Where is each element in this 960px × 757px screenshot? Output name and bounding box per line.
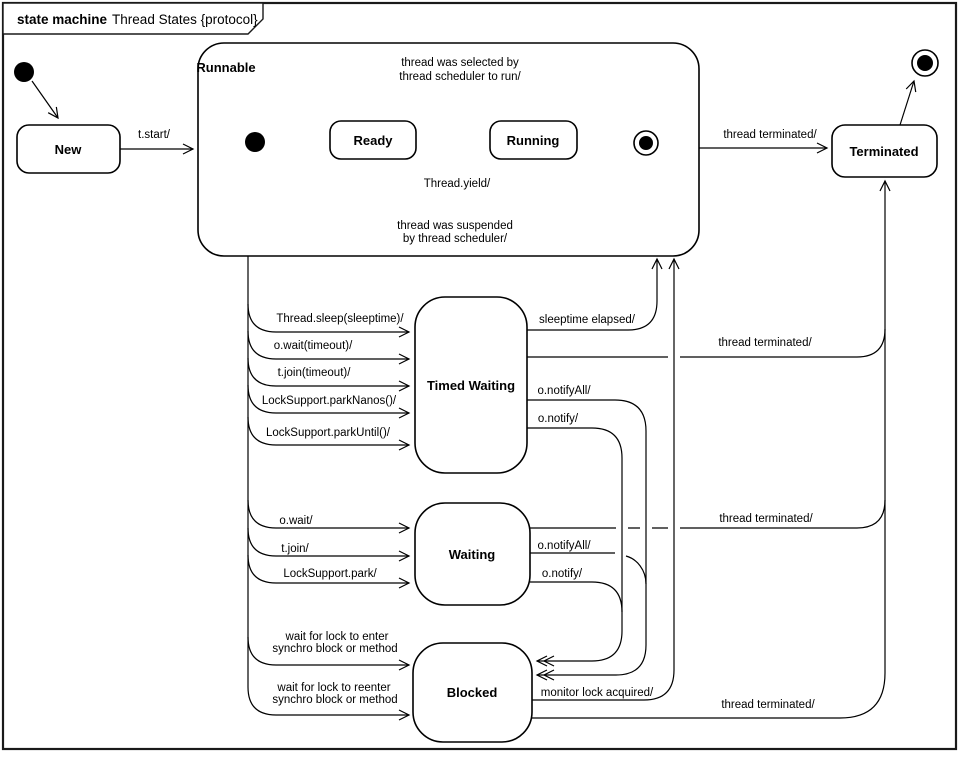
transition-o-notify-all-w bbox=[530, 552, 647, 585]
label-o-wait-timeout: o.wait(timeout)/ bbox=[274, 340, 353, 352]
final-state-runnable-dot bbox=[639, 136, 653, 150]
label-terminated-tw: thread terminated/ bbox=[718, 337, 812, 349]
label-o-notify-all-tw: o.notifyAll/ bbox=[537, 385, 591, 397]
diagram-title-tab bbox=[2, 2, 264, 35]
label-sleeptime-elapsed: sleeptime elapsed/ bbox=[539, 314, 636, 326]
transition-thread-sleep bbox=[247, 303, 411, 338]
state-waiting-label: Waiting bbox=[449, 547, 496, 562]
label-t-join-timeout: t.join(timeout)/ bbox=[278, 367, 352, 379]
state-new bbox=[16, 124, 121, 174]
initial-pseudostate bbox=[14, 62, 34, 82]
transitions-layer bbox=[31, 79, 917, 721]
state-runnable-label: Runnable bbox=[196, 60, 255, 75]
state-blocked-label: Blocked bbox=[447, 685, 498, 700]
state-timed-waiting bbox=[414, 296, 528, 474]
label-suspended-1: thread was suspended bbox=[397, 220, 513, 232]
transition-thread-terminated-tw bbox=[527, 328, 886, 358]
label-o-notify-w: o.notify/ bbox=[542, 568, 583, 580]
state-running bbox=[489, 120, 578, 160]
transition-sleeptime-elapsed bbox=[527, 257, 663, 331]
label-terminated-b: thread terminated/ bbox=[721, 699, 815, 711]
label-selected-1: thread was selected by bbox=[401, 57, 519, 69]
transition-park-nanos bbox=[247, 384, 411, 419]
transition-t-join-timeout bbox=[247, 357, 411, 392]
transition-t-join bbox=[247, 527, 411, 562]
label-wait-reenter-1: wait for lock to reenter bbox=[276, 682, 390, 694]
transition-o-notify-w bbox=[530, 581, 623, 613]
initial-pseudostate-runnable bbox=[245, 132, 265, 152]
label-terminated-w: thread terminated/ bbox=[719, 513, 813, 525]
label-o-notify-tw: o.notify/ bbox=[538, 413, 579, 425]
label-wait-reenter-2: synchro block or method bbox=[272, 694, 397, 706]
transition-park-until bbox=[247, 416, 411, 451]
state-new-label: New bbox=[55, 142, 83, 157]
label-t-join: t.join/ bbox=[281, 543, 309, 555]
transition-o-notify-tw bbox=[527, 427, 623, 667]
states-layer: New Runnable Ready Running Timed Waiting… bbox=[14, 42, 939, 743]
transition-thread-terminated-w bbox=[530, 499, 886, 529]
label-t-start: t.start/ bbox=[138, 129, 171, 141]
final-state-dot bbox=[917, 55, 933, 71]
transition-terminated-to-final bbox=[899, 79, 917, 126]
state-runnable bbox=[197, 42, 700, 257]
state-running-label: Running bbox=[507, 133, 560, 148]
label-park-until: LockSupport.parkUntil()/ bbox=[266, 427, 391, 439]
label-o-notify-all-w: o.notifyAll/ bbox=[537, 540, 591, 552]
label-o-wait: o.wait/ bbox=[279, 515, 313, 527]
transition-o-notify-all-tw bbox=[527, 399, 647, 681]
state-ready-label: Ready bbox=[353, 133, 393, 148]
label-wait-enter-1: wait for lock to enter bbox=[285, 631, 389, 643]
transition-o-wait bbox=[247, 499, 411, 534]
transition-lock-support-park bbox=[247, 554, 411, 589]
label-lock-support-park: LockSupport.park/ bbox=[283, 568, 377, 580]
label-wait-enter-2: synchro block or method bbox=[272, 643, 397, 655]
label-thread-yield: Thread.yield/ bbox=[424, 178, 491, 190]
label-thread-sleep: Thread.sleep(sleeptime)/ bbox=[276, 313, 404, 325]
label-suspended-2: by thread scheduler/ bbox=[403, 233, 508, 245]
label-park-nanos: LockSupport.parkNanos()/ bbox=[262, 395, 397, 407]
label-selected-2: thread scheduler to run/ bbox=[399, 71, 521, 83]
state-terminated bbox=[831, 124, 938, 178]
state-waiting bbox=[414, 502, 531, 606]
state-ready bbox=[329, 120, 417, 160]
state-timed-waiting-label: Timed Waiting bbox=[427, 378, 515, 393]
label-terminated-runnable: thread terminated/ bbox=[723, 129, 817, 141]
label-monitor-lock: monitor lock acquired/ bbox=[541, 687, 654, 699]
labels-layer: t.start/ thread was selected by thread s… bbox=[138, 57, 817, 711]
transition-thread-terminated-b bbox=[532, 179, 891, 719]
transition-wait-reenter bbox=[247, 256, 411, 721]
transition-o-wait-timeout bbox=[247, 330, 411, 365]
transition-wait-enter bbox=[247, 636, 411, 671]
transition-initial-to-new bbox=[31, 80, 59, 120]
state-terminated-label: Terminated bbox=[849, 144, 918, 159]
transition-monitor-lock-acquired bbox=[532, 257, 680, 701]
state-blocked bbox=[412, 642, 533, 743]
